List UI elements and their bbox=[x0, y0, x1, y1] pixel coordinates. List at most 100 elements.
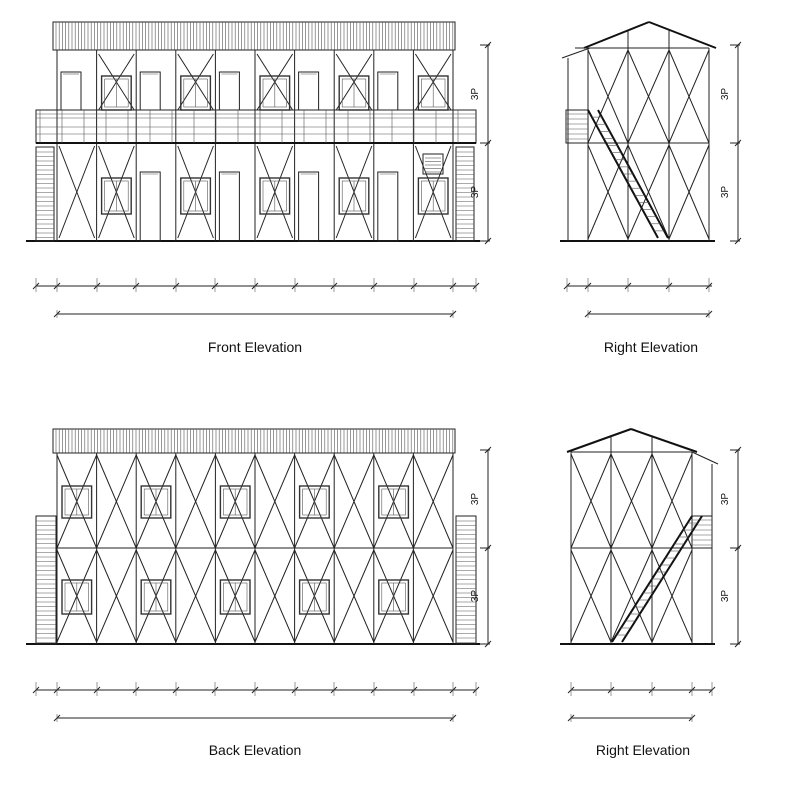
gable-roof bbox=[630, 428, 698, 453]
window bbox=[259, 75, 291, 111]
door-frame bbox=[218, 171, 240, 242]
stair-stringer bbox=[455, 146, 475, 242]
width-dimension bbox=[567, 682, 716, 722]
height-label: 3P bbox=[470, 493, 481, 506]
dimension-tick bbox=[484, 41, 492, 49]
door-frame bbox=[298, 71, 320, 111]
side-stair bbox=[455, 146, 475, 242]
door-frame bbox=[60, 71, 82, 111]
stair-stringer bbox=[455, 515, 477, 645]
cross-brace bbox=[175, 454, 216, 549]
height-label: 3P bbox=[720, 186, 731, 199]
diagonal-stair bbox=[587, 109, 669, 239]
vent-louver bbox=[422, 153, 444, 175]
caption-right-elevation-top: Right Elevation bbox=[603, 339, 699, 355]
canopy bbox=[561, 47, 591, 59]
cross-brace bbox=[333, 454, 375, 549]
width-dimension bbox=[32, 278, 480, 318]
door bbox=[377, 171, 399, 242]
dimension-tick bbox=[484, 640, 492, 648]
height-label: 3P bbox=[720, 493, 731, 506]
gable-roof bbox=[566, 428, 632, 453]
cross-brace bbox=[587, 144, 629, 240]
door bbox=[60, 71, 82, 111]
window-frame bbox=[298, 579, 330, 615]
cross-brace bbox=[412, 549, 454, 643]
cross-brace bbox=[254, 454, 296, 549]
door-frame bbox=[377, 171, 399, 242]
window-frame bbox=[378, 485, 410, 519]
caption-front-elevation: Front Elevation bbox=[207, 339, 303, 355]
window bbox=[417, 75, 449, 111]
stair-stringer bbox=[35, 515, 57, 645]
cross-brace bbox=[58, 145, 96, 239]
cross-brace bbox=[668, 49, 710, 144]
window bbox=[298, 579, 330, 615]
stair-landing bbox=[691, 515, 713, 549]
landing-rail bbox=[691, 515, 713, 549]
walkway-rail bbox=[35, 109, 477, 144]
caption-back-elevation: Back Elevation bbox=[208, 742, 302, 758]
cross-brace bbox=[627, 144, 670, 240]
window bbox=[180, 75, 212, 111]
window bbox=[259, 177, 291, 215]
canopy bbox=[691, 451, 719, 465]
window bbox=[140, 579, 172, 615]
height-label: 3P bbox=[470, 186, 481, 199]
dimension-tick bbox=[734, 237, 742, 245]
door bbox=[139, 171, 161, 242]
dimension-tick bbox=[734, 446, 742, 454]
window-frame bbox=[219, 579, 251, 615]
side-stair bbox=[35, 515, 57, 645]
window-frame bbox=[378, 579, 410, 615]
gable-roof bbox=[583, 21, 650, 49]
door-frame bbox=[377, 71, 399, 111]
window bbox=[378, 579, 410, 615]
window-frame bbox=[338, 177, 370, 215]
dimension-tick bbox=[734, 139, 742, 147]
cross-brace bbox=[651, 453, 693, 549]
window-frame bbox=[61, 579, 93, 615]
cross-brace bbox=[610, 453, 653, 549]
walkway-balcony bbox=[35, 109, 477, 144]
height-label: 3P bbox=[720, 88, 731, 101]
window-frame bbox=[180, 177, 212, 215]
window bbox=[61, 579, 93, 615]
door bbox=[298, 71, 320, 111]
dimension-tick bbox=[484, 446, 492, 454]
stair-stringer bbox=[35, 146, 55, 242]
vent-frame bbox=[422, 153, 444, 175]
cross-brace bbox=[610, 549, 653, 643]
window-frame bbox=[100, 177, 132, 215]
window bbox=[140, 485, 172, 519]
cross-brace bbox=[412, 454, 454, 549]
door bbox=[139, 71, 161, 111]
cross-brace bbox=[254, 549, 296, 643]
door-frame bbox=[218, 71, 240, 111]
width-dimension bbox=[32, 682, 480, 722]
window bbox=[219, 579, 251, 615]
window-frame bbox=[259, 177, 291, 215]
window bbox=[180, 177, 212, 215]
door-frame bbox=[298, 171, 320, 242]
landing-rail bbox=[565, 109, 589, 144]
diagonal-stair bbox=[611, 515, 703, 643]
door bbox=[218, 171, 240, 242]
window bbox=[100, 177, 132, 215]
door bbox=[298, 171, 320, 242]
window-frame bbox=[61, 485, 93, 519]
cross-brace bbox=[96, 549, 137, 643]
side-stair bbox=[35, 146, 55, 242]
dimension-tick bbox=[734, 640, 742, 648]
window bbox=[417, 177, 449, 215]
side-stair bbox=[455, 515, 477, 645]
window bbox=[61, 485, 93, 519]
window-frame bbox=[417, 177, 449, 215]
window bbox=[100, 75, 132, 111]
dimension-tick bbox=[734, 544, 742, 552]
window bbox=[338, 177, 370, 215]
